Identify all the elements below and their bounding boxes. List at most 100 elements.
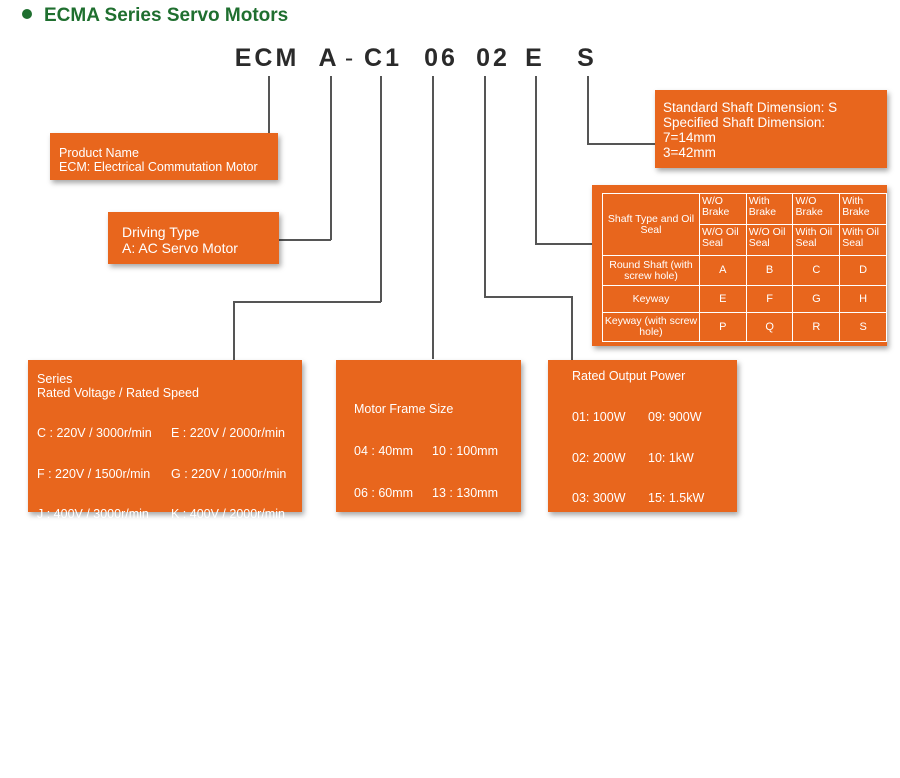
table-cell: H bbox=[839, 285, 887, 313]
power-option: 30: 3kW bbox=[648, 572, 694, 587]
connector-line bbox=[587, 143, 655, 145]
row-label: Keyway bbox=[602, 285, 700, 313]
code-segment-dash: - bbox=[344, 44, 354, 72]
table-cell: F bbox=[745, 285, 794, 313]
sensor-option: 1: Incremental encoder, 20-bit bbox=[37, 607, 203, 622]
power-heading: Rated Output Power bbox=[572, 369, 686, 383]
power-option: 1F:15kW bbox=[572, 736, 623, 751]
series-heading: Series bbox=[37, 372, 73, 386]
connector-line bbox=[233, 301, 381, 303]
frame-option: 06 : 60mm bbox=[354, 486, 414, 500]
frame-heading: Motor Frame Size bbox=[354, 402, 454, 416]
column-brake: With Brake bbox=[745, 193, 794, 225]
shaft-dimension-line: Standard Shaft Dimension: S bbox=[663, 100, 838, 115]
series-option: J : 400V / 3000r/min bbox=[37, 507, 149, 521]
series-option: C : 220V / 3000r/min bbox=[37, 426, 152, 440]
sensor-option: A: Absolute encoder (available soon) bbox=[37, 621, 241, 635]
frame-option: 13 : 130mm bbox=[432, 486, 499, 500]
shaft-type-table: Shaft Type and Oil Seal W/O Brake With B… bbox=[602, 193, 887, 342]
code-segment-ecm: ECM bbox=[234, 44, 300, 72]
power-option: 10: 1kW bbox=[648, 450, 694, 465]
product-name-text: ECM: Electrical Commutation Motor bbox=[59, 160, 258, 174]
frame-options: 04 : 40mm 06 : 60mm 08 : 80mm 09 : 86mm … bbox=[354, 416, 521, 612]
power-option: 07: 750W bbox=[572, 654, 626, 669]
table-cell: E bbox=[698, 285, 747, 313]
output-power-box: Rated Output Power 01: 100W 02: 200W 03:… bbox=[548, 360, 737, 750]
column-brake: With Brake bbox=[839, 193, 887, 225]
column-oil-seal: W/O Oil Seal bbox=[745, 224, 794, 256]
frame-option: 18 : 180mm bbox=[432, 528, 499, 542]
series-option: E : 220V / 2000r/min bbox=[171, 426, 285, 440]
sensor-type-heading: Sensor Type bbox=[37, 594, 107, 608]
row-label: Keyway (with screw hole) bbox=[602, 312, 700, 342]
connector-line bbox=[279, 239, 331, 241]
column-oil-seal: W/O Oil Seal bbox=[698, 224, 747, 256]
power-option: 09: 900W bbox=[648, 409, 702, 424]
power-option: 01: 100W bbox=[572, 409, 626, 424]
table-cell: G bbox=[792, 285, 841, 313]
rated-voltage-heading: Rated Voltage / Rated Speed bbox=[37, 385, 199, 400]
connector-line bbox=[571, 296, 573, 360]
series-option: G : 220V / 1000r/min bbox=[171, 466, 287, 481]
code-segment-power: 02 bbox=[476, 44, 510, 72]
shaft-type-box: Shaft Type and Oil Seal W/O Brake With B… bbox=[592, 185, 887, 346]
connector-line bbox=[432, 76, 434, 359]
connector-line bbox=[484, 76, 486, 297]
table-cell: B bbox=[745, 255, 794, 286]
shaft-dimension-line: 3=42mm bbox=[663, 145, 716, 160]
power-option: 45: 4.5kW bbox=[648, 613, 705, 628]
connector-line bbox=[587, 76, 589, 144]
product-name-box: Product Name ECM: Electrical Commutation… bbox=[50, 133, 278, 180]
table-cell: D bbox=[839, 255, 887, 286]
power-option: 04: 400W bbox=[572, 532, 626, 547]
column-brake: W/O Brake bbox=[698, 193, 747, 225]
column-oil-seal: With Oil Seal bbox=[839, 224, 887, 256]
power-option: 1B:11kW bbox=[572, 695, 622, 710]
frame-option: 04 : 40mm bbox=[354, 444, 414, 458]
power-option: 02: 200W bbox=[572, 450, 626, 465]
power-option: 55: 5.5kW bbox=[648, 654, 705, 669]
connector-line bbox=[330, 76, 332, 240]
driving-type-heading: Driving Type bbox=[122, 224, 200, 240]
series-box: Series Rated Voltage / Rated Speed C : 2… bbox=[28, 360, 302, 635]
motor-frame-box: Motor Frame Size 04 : 40mm 06 : 60mm 08 … bbox=[336, 360, 521, 584]
table-cell: A bbox=[698, 255, 747, 286]
table-cell: C bbox=[792, 255, 841, 286]
row-label: Round Shaft (with screw hole) bbox=[602, 255, 700, 286]
page-title: ECMA Series Servo Motors bbox=[22, 5, 288, 27]
table-cell: R bbox=[792, 312, 841, 342]
series-options: C : 220V / 3000r/min F : 220V / 1500r/mi… bbox=[37, 400, 302, 589]
driving-type-text: A: AC Servo Motor bbox=[122, 240, 238, 256]
series-option: K : 400V / 2000r/min bbox=[171, 507, 285, 521]
shaft-type-header: Shaft Type and Oil Seal bbox=[602, 193, 700, 256]
code-segment-drive: A bbox=[318, 44, 340, 72]
shaft-dimension-line: 7=14mm bbox=[663, 130, 716, 145]
connector-line bbox=[535, 76, 537, 244]
code-segment-frame: 06 bbox=[424, 44, 458, 72]
product-name-heading: Product Name bbox=[59, 146, 139, 160]
code-segment-series: C1 bbox=[364, 44, 402, 72]
table-cell: S bbox=[839, 312, 887, 342]
connector-line bbox=[268, 76, 270, 133]
connector-line bbox=[535, 243, 593, 245]
series-option: L : 400V / 1500r/min bbox=[37, 547, 150, 562]
power-option: 20: 2kW bbox=[648, 532, 694, 547]
table-cell: P bbox=[698, 312, 747, 342]
title-text: ECMA Series Servo Motors bbox=[44, 5, 289, 26]
column-brake: W/O Brake bbox=[792, 193, 841, 225]
table-cell: Q bbox=[745, 312, 794, 342]
power-option: 05: 500W bbox=[572, 572, 626, 587]
frame-option: 08 : 80mm bbox=[354, 528, 414, 542]
code-segment-dimension: S bbox=[577, 44, 597, 72]
power-options: 01: 100W 02: 200W 03: 300W 04: 400W 05: … bbox=[572, 384, 737, 778]
power-option: 75: 7.5kW bbox=[648, 695, 705, 710]
frame-option: 10 : 100mm bbox=[432, 444, 499, 458]
power-option: 06: 600W bbox=[572, 613, 626, 628]
driving-type-box: Driving Type A: AC Servo Motor bbox=[108, 212, 279, 264]
frame-option: 09 : 86mm bbox=[354, 570, 414, 584]
power-option: 15: 1.5kW bbox=[648, 491, 705, 506]
power-option: 03: 300W bbox=[572, 491, 626, 506]
shaft-dimension-box: Standard Shaft Dimension: S Specified Sh… bbox=[655, 90, 887, 168]
connector-line bbox=[233, 301, 235, 360]
column-oil-seal: With Oil Seal bbox=[792, 224, 841, 256]
